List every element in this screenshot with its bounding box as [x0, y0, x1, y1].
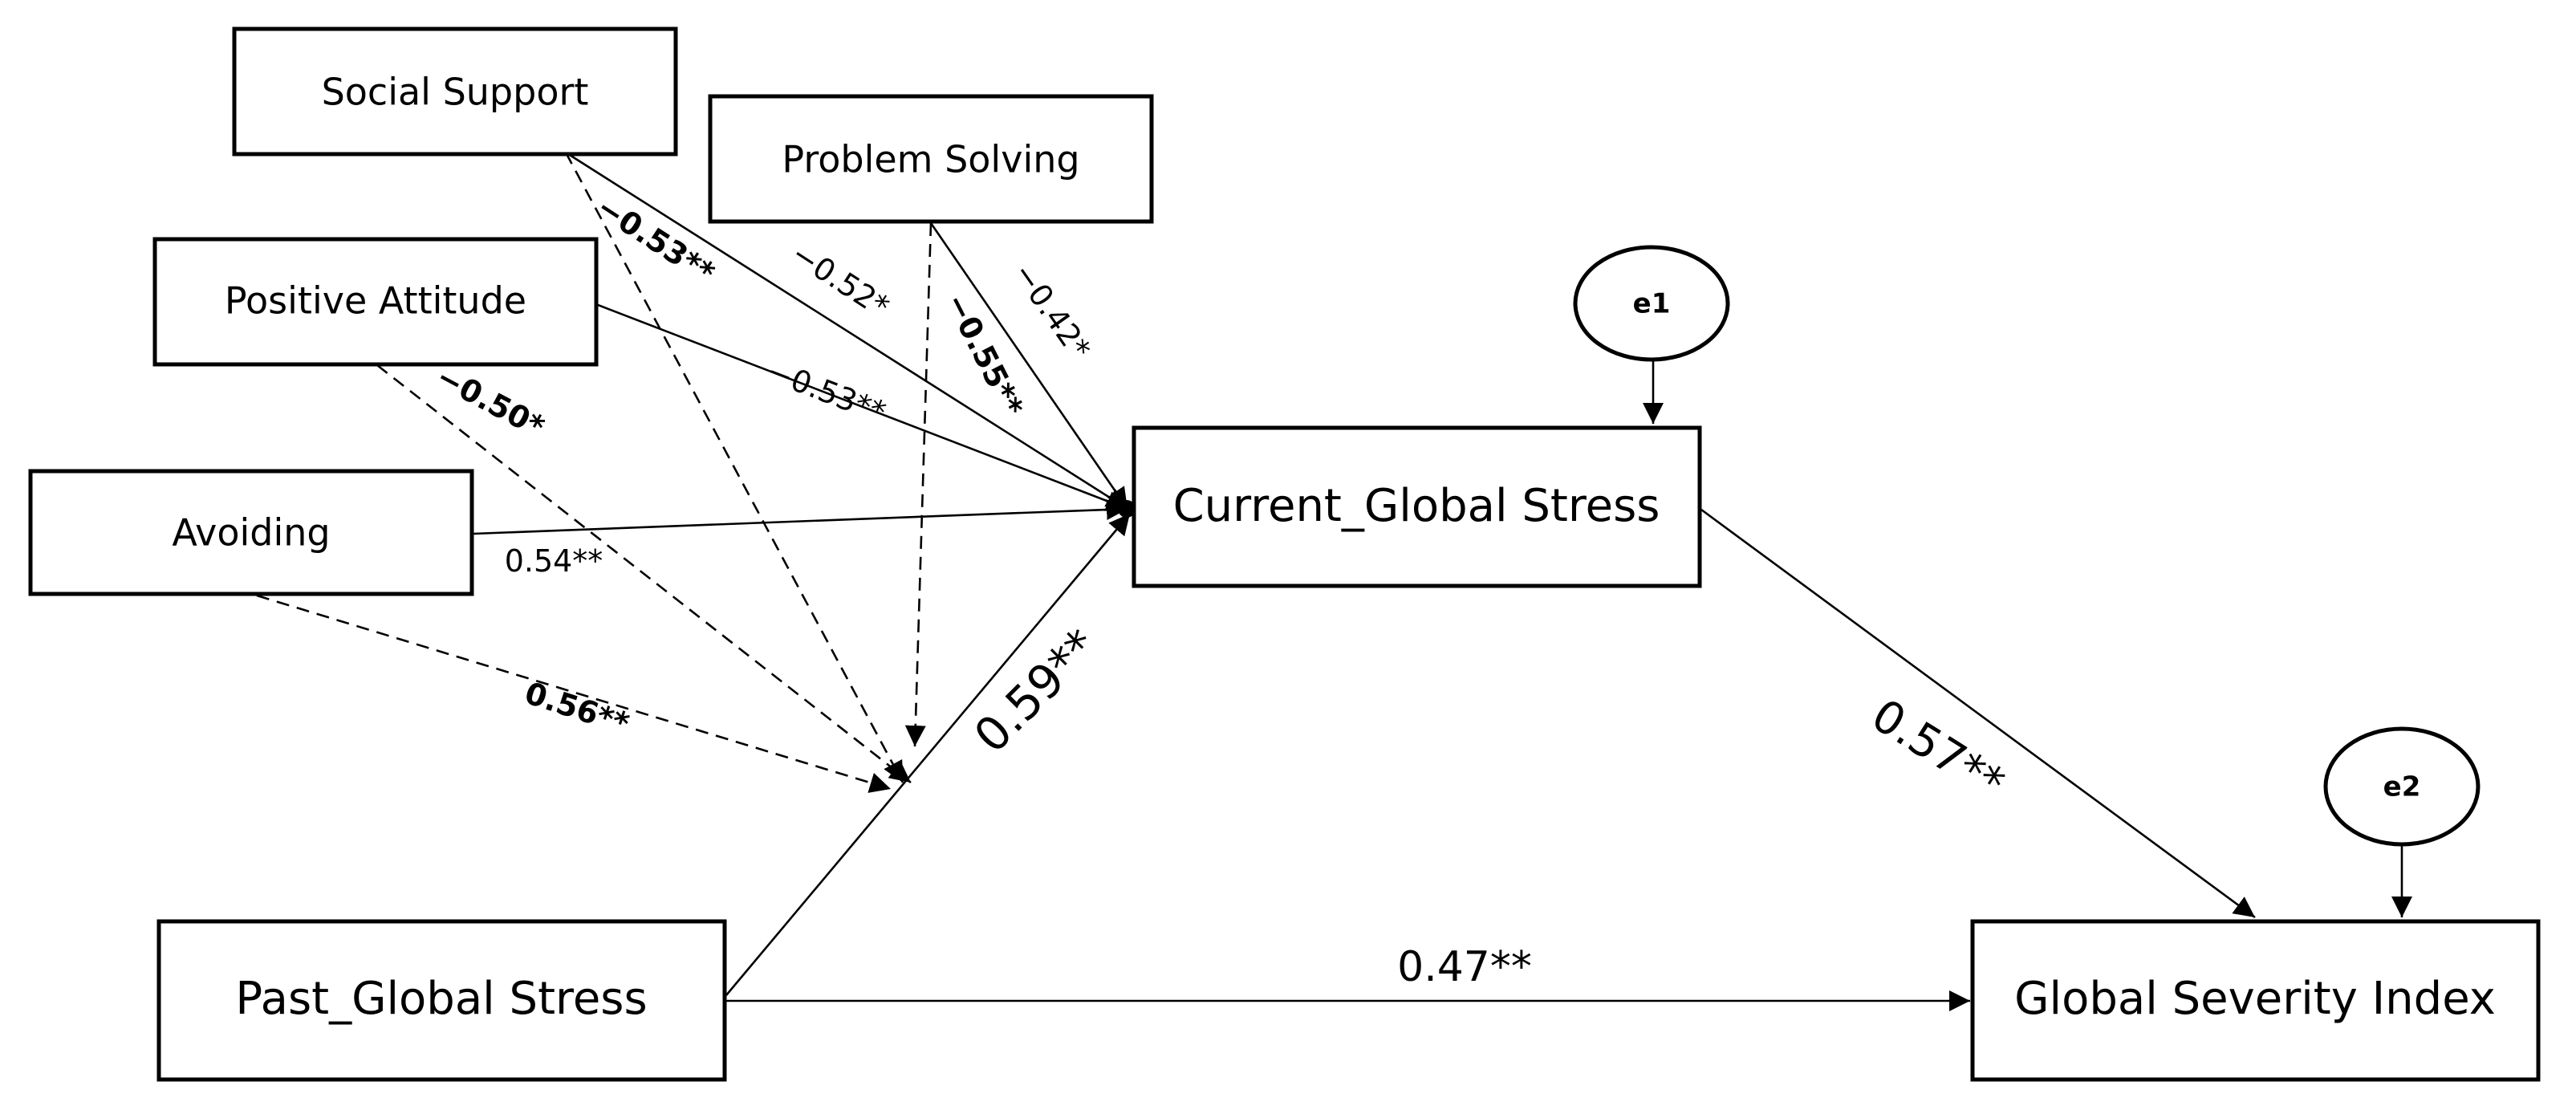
path-social-support-to-current	[565, 151, 1128, 510]
path-current-to-gsi	[1700, 508, 2256, 919]
path-positive-attitude-to-current	[593, 302, 1128, 511]
node-label: Past_Global Stress	[235, 973, 647, 1025]
node-label: Global Severity Index	[2014, 973, 2496, 1025]
label-positive-attitude-moderation: −0.50*	[431, 359, 551, 445]
label-social-support-moderation: −0.53**	[591, 189, 721, 291]
path-avoiding-moderation	[256, 594, 892, 793]
node-avoiding: Avoiding	[28, 469, 474, 596]
arrowhead-dot	[1118, 500, 1136, 518]
node-problem-solving: Problem Solving	[708, 94, 1154, 224]
path-social-support-moderation	[564, 152, 904, 783]
node-label: e2	[2383, 771, 2421, 803]
label-past-to-current: 0.59**	[964, 619, 1108, 763]
path-positive-attitude-moderation	[376, 364, 912, 784]
node-global-severity-index: Global Severity Index	[1970, 919, 2541, 1082]
node-e1: e1	[1573, 245, 1730, 362]
node-past-global-stress: Past_Global Stress	[156, 919, 727, 1082]
label-current-to-gsi: 0.57**	[1863, 689, 2013, 811]
path-avoiding-to-current	[473, 498, 1128, 535]
label-avoiding-moderation: 0.56**	[521, 675, 634, 742]
node-current-global-stress: Current_Global Stress	[1132, 425, 1702, 588]
label-problem-solving-moderation: −0.55**	[938, 287, 1030, 421]
path-past-to-current	[725, 513, 1131, 996]
label-positive-attitude-to-current: −0.53**	[762, 353, 891, 430]
label-social-support-to-current: −0.52*	[785, 236, 896, 325]
node-e2: e2	[2323, 726, 2481, 847]
node-label: Positive Attitude	[225, 279, 526, 323]
label-past-to-gsi: 0.47**	[1397, 943, 1532, 991]
path-problem-solving-to-current	[929, 222, 1129, 510]
node-social-support: Social Support	[232, 26, 678, 157]
node-label: Current_Global Stress	[1173, 480, 1660, 532]
node-label: Social Support	[322, 71, 589, 114]
node-label: e1	[1633, 288, 1671, 320]
path-problem-solving-moderation	[904, 222, 932, 747]
node-label: Avoiding	[172, 511, 330, 555]
node-positive-attitude: Positive Attitude	[152, 237, 599, 367]
label-problem-solving-to-current: −0.42*	[1006, 256, 1098, 365]
node-label: Problem Solving	[782, 138, 1079, 181]
label-avoiding-to-current: 0.54**	[505, 543, 603, 579]
